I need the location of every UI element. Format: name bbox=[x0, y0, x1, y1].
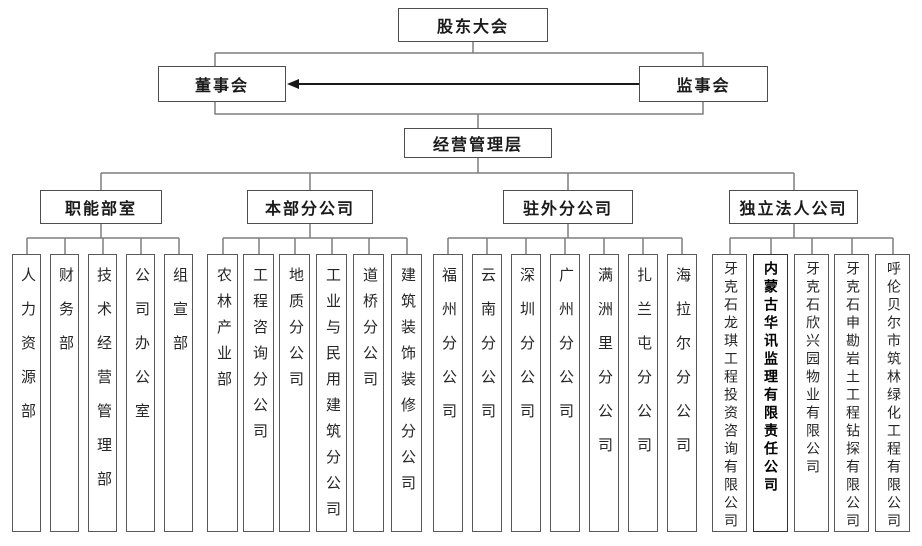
org-leaf: 海拉尔分公司 bbox=[667, 254, 697, 532]
org-leaf: 公司办公室 bbox=[126, 254, 155, 532]
group-header-headquarters-branches: 本部分公司 bbox=[247, 190, 373, 224]
group-header-external-branches: 驻外分公司 bbox=[503, 190, 633, 224]
org-leaf: 工程咨询分公司 bbox=[243, 254, 274, 532]
org-leaf: 地质分公司 bbox=[279, 254, 310, 532]
org-leaf: 技术经营管理部 bbox=[88, 254, 117, 532]
supervision-arrow bbox=[287, 79, 639, 89]
node-management-layer: 经营管理层 bbox=[404, 128, 552, 158]
node-supervisory-board: 监事会 bbox=[639, 66, 768, 102]
org-leaf: 牙克石欣兴园物业有限公司 bbox=[794, 254, 829, 532]
org-leaf: 建筑装饰装修分公司 bbox=[391, 254, 422, 532]
node-board-of-directors: 董事会 bbox=[158, 66, 286, 102]
org-leaf: 呼伦贝尔市筑林绿化工程有限公司 bbox=[875, 254, 910, 532]
org-leaf-highlighted: 内蒙古华讯监理有限责任公司 bbox=[753, 254, 788, 532]
org-leaf: 工业与民用建筑分公司 bbox=[316, 254, 347, 532]
org-leaf: 财务部 bbox=[50, 254, 79, 532]
node-shareholders-meeting: 股东大会 bbox=[398, 8, 548, 42]
org-leaf: 牙克石龙琪工程投资咨询有限公司 bbox=[712, 254, 747, 532]
org-leaf: 道桥分公司 bbox=[353, 254, 384, 532]
org-leaf: 福州分公司 bbox=[433, 254, 463, 532]
group-header-functional-departments: 职能部室 bbox=[40, 190, 162, 224]
org-leaf: 牙克石申勘岩土工程钻探有限公司 bbox=[834, 254, 869, 532]
org-leaf: 人力资源部 bbox=[12, 254, 41, 532]
org-leaf: 广州分公司 bbox=[550, 254, 580, 532]
group-header-independent-companies: 独立法人公司 bbox=[729, 190, 858, 224]
org-leaf: 深圳分公司 bbox=[511, 254, 541, 532]
org-leaf: 满洲里分公司 bbox=[589, 254, 619, 532]
org-leaf: 组宣部 bbox=[164, 254, 193, 532]
org-leaf: 云南分公司 bbox=[472, 254, 502, 532]
org-leaf: 农林产业部 bbox=[207, 254, 238, 532]
org-leaf: 扎兰屯分公司 bbox=[628, 254, 658, 532]
